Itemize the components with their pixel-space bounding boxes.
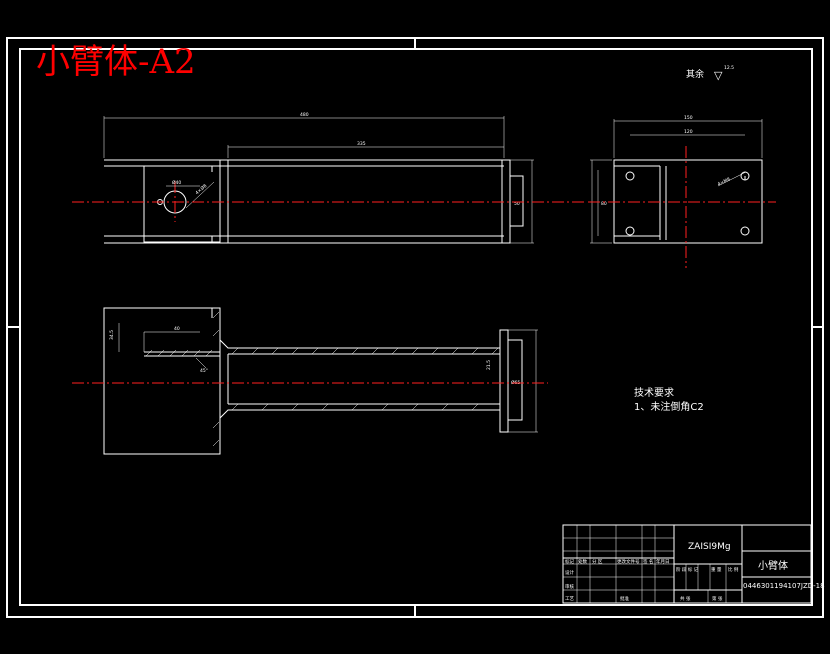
svg-text:34.5: 34.5 xyxy=(109,330,115,340)
front-view: 480 335 50 Ø40 4×Ø8 xyxy=(103,112,534,244)
svg-text:150: 150 xyxy=(684,115,693,121)
row-label-2: 设计 xyxy=(565,569,574,576)
svg-text:40: 40 xyxy=(174,326,180,332)
svg-text:45°: 45° xyxy=(200,368,208,374)
svg-text:50: 50 xyxy=(514,201,520,207)
svg-text:480: 480 xyxy=(300,112,309,118)
roughness-icon: ▽ xyxy=(714,69,723,82)
section-view: Ø65 21.5 34.5 40 45° xyxy=(103,307,538,455)
drawing-number-label: 0446301194107JZD-18 xyxy=(743,582,825,590)
centerlines xyxy=(72,146,776,384)
surface-note-label: 其余 xyxy=(686,68,704,80)
svg-text:335: 335 xyxy=(357,141,366,147)
stage-label-3: 比 例 xyxy=(728,566,739,573)
drawing-border xyxy=(6,37,824,618)
header-cell-4: 签 名 xyxy=(643,558,653,565)
svg-text:Ø40: Ø40 xyxy=(172,179,181,186)
part-name-label: 小臂体 xyxy=(758,559,788,572)
side-view: 150 120 80 4×M8 xyxy=(590,115,763,244)
approve-label: 批准 xyxy=(620,595,629,602)
bottom-label-2: 第 张 xyxy=(712,595,723,602)
technical-requirements: 技术要求 1、未注倒角C2 xyxy=(634,386,704,413)
tech-req-heading: 技术要求 xyxy=(634,386,674,399)
header-cell-3: 更改文件号 xyxy=(617,558,640,565)
bottom-label-1: 共 张 xyxy=(680,595,691,602)
row-label-1: 标记 xyxy=(565,558,574,565)
svg-text:120: 120 xyxy=(684,129,693,135)
tech-req-item-1: 1、未注倒角C2 xyxy=(634,400,704,413)
stage-label-2: 重 量 xyxy=(711,566,722,573)
svg-text:4×M8: 4×M8 xyxy=(717,176,732,187)
material-label: ZAISI9Mg xyxy=(688,542,731,552)
row-label-3: 审核 xyxy=(565,583,574,590)
stage-label-1: 阶 段 标 记 xyxy=(676,566,699,573)
roughness-value: 12.5 xyxy=(724,65,734,71)
header-cell-5: 年月日 xyxy=(656,558,670,565)
svg-text:21.5: 21.5 xyxy=(486,360,492,370)
overlay-title: 小臂体-A2 xyxy=(36,42,196,82)
svg-text:80: 80 xyxy=(601,201,607,207)
row-label-4: 工艺 xyxy=(565,596,574,602)
title-block: ZAISI9Mg 小臂体 0446301194107JZD-18 处数 分 区 … xyxy=(562,524,825,604)
header-cell-1: 处数 xyxy=(578,558,587,565)
surface-roughness-note: 其余 ▽ 12.5 xyxy=(686,65,734,82)
header-cell-2: 分 区 xyxy=(592,558,603,565)
